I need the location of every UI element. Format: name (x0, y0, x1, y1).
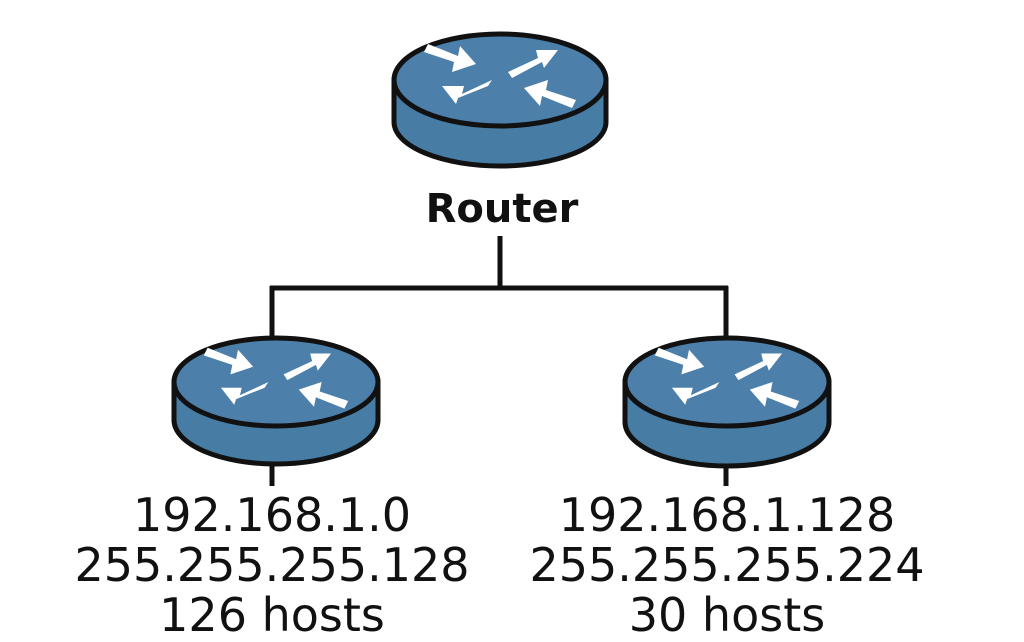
subnet-host-count: 30 hosts (628, 588, 826, 642)
subnet-network-address: 192.168.1.128 (558, 488, 896, 542)
router-icon (622, 335, 832, 469)
router-icon (171, 335, 381, 467)
subnet-left: 192.168.1.0 255.255.255.128 126 hosts (42, 490, 502, 640)
router-label: Router (425, 186, 579, 232)
router-icon (391, 31, 609, 169)
subnet-right: 192.168.1.128 255.255.255.224 30 hosts (497, 490, 957, 640)
subnet-host-count: 126 hosts (159, 588, 385, 642)
subnet-mask: 255.255.255.128 (74, 538, 470, 592)
subnet-mask: 255.255.255.224 (529, 538, 925, 592)
subnet-network-address: 192.168.1.0 (133, 488, 411, 542)
